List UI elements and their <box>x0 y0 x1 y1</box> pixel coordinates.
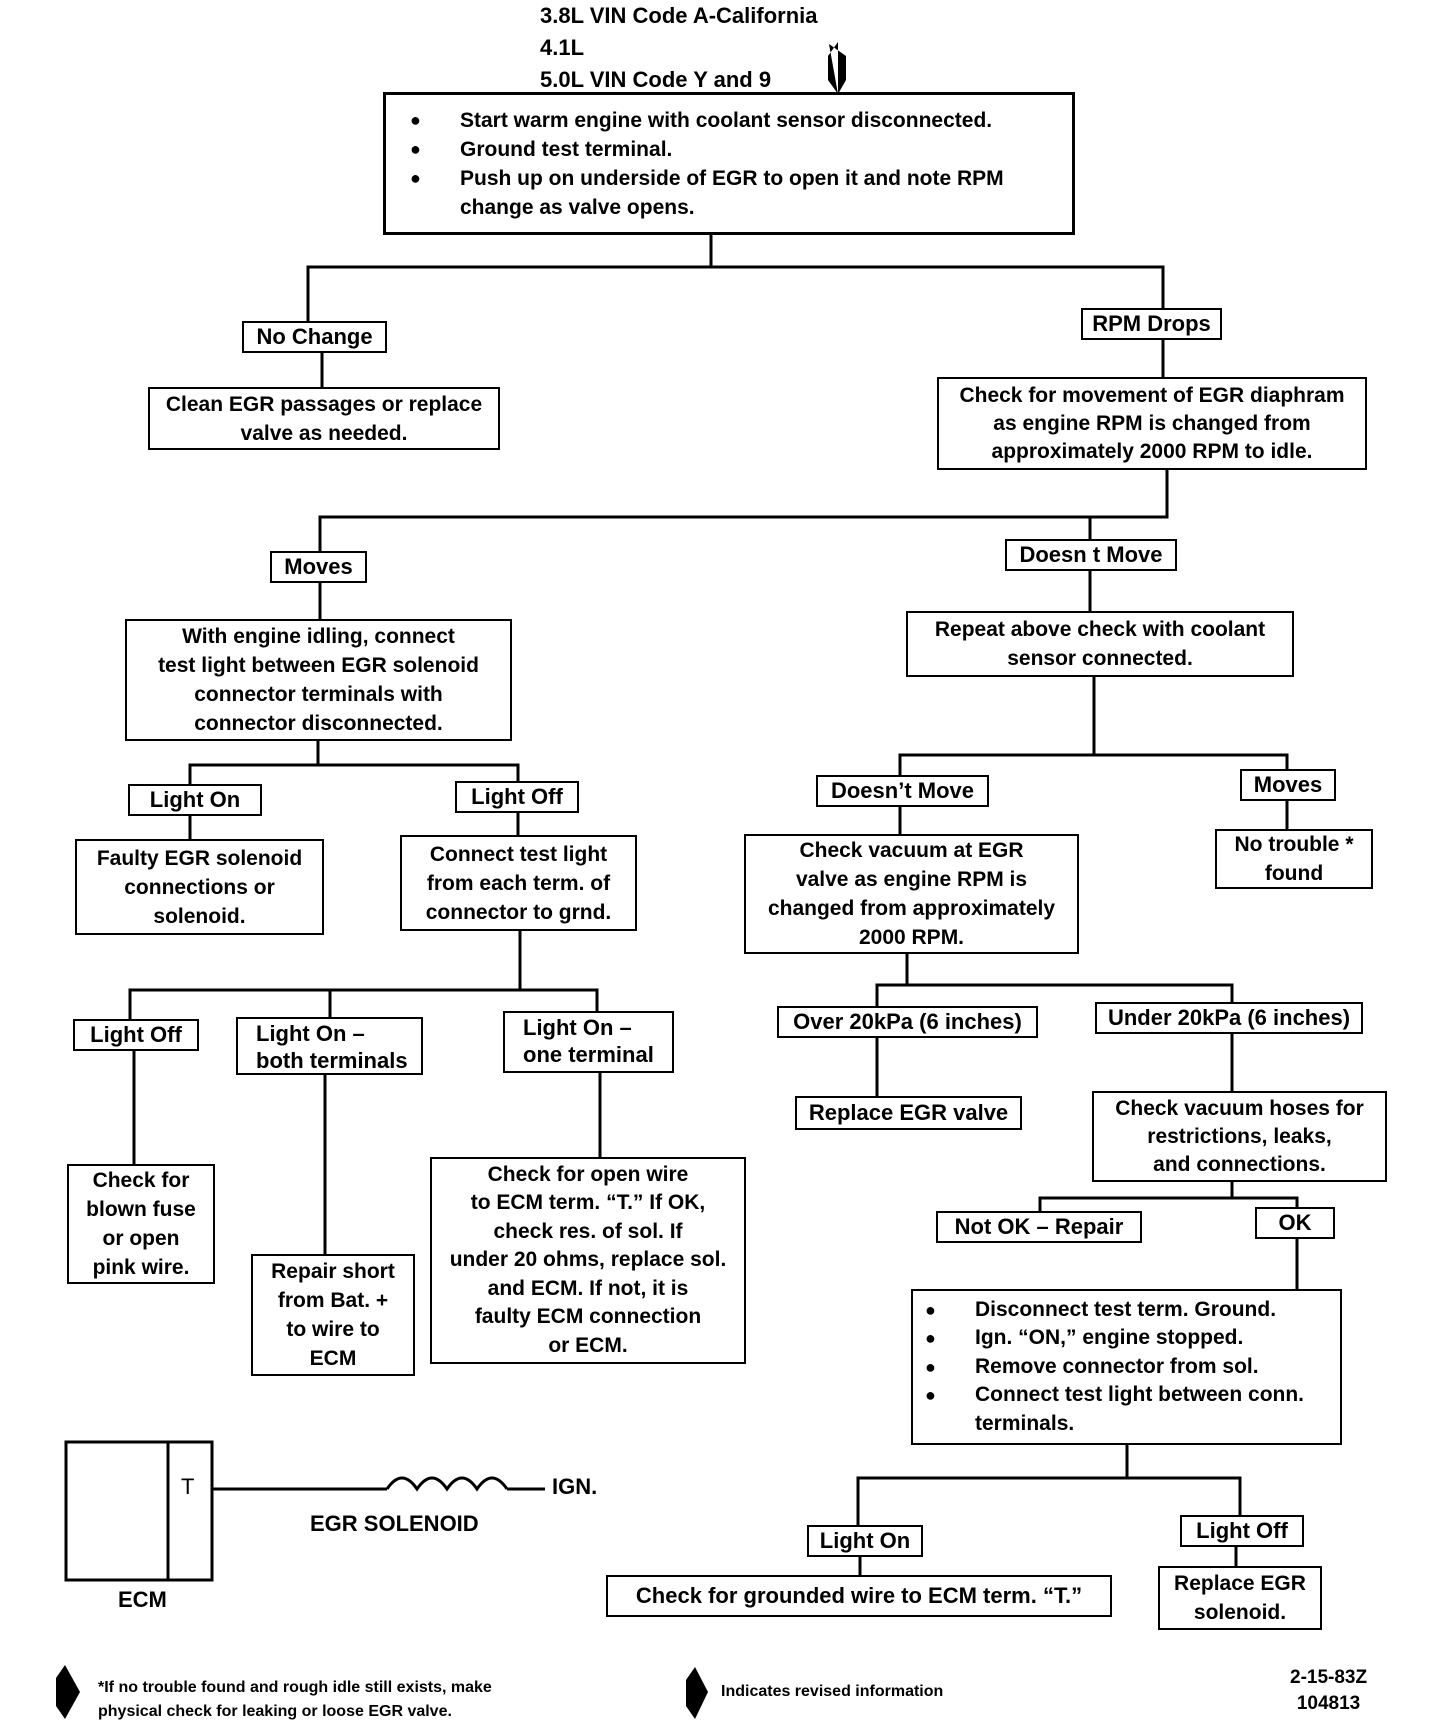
document-code: 2-15-83Z 104813 <box>1290 1667 1368 1714</box>
connector-vacuum-check <box>875 950 1234 1009</box>
doesnt-move-label: Doesn t Move <box>1005 539 1177 571</box>
faulty-solenoid-box: Faulty EGR solenoid connections or solen… <box>75 839 324 935</box>
coolant-recheck-box: Repeat above check with coolant sensor c… <box>906 611 1294 677</box>
connector-moves-check <box>188 738 520 787</box>
light-on-one-label: Light On – one terminal <box>503 1011 674 1073</box>
light-off-label: Light Off <box>1180 1515 1304 1547</box>
revised-arrow-icon <box>828 42 846 94</box>
not-ok-repair-label: Not OK – Repair <box>936 1211 1142 1243</box>
ecm-terminal-label: T <box>181 1474 195 1499</box>
over-20kpa-label: Over 20kPa (6 inches) <box>777 1006 1038 1038</box>
under-20kpa-label: Under 20kPa (6 inches) <box>1095 1002 1363 1034</box>
moves-label: Moves <box>270 551 367 583</box>
grounded-wire-check-box: Check for grounded wire to ECM term. “T.… <box>606 1575 1112 1617</box>
connector-light-off-1-check <box>128 927 599 1022</box>
rpm-drops-label: RPM Drops <box>1081 308 1222 340</box>
light-on-label: Light On <box>807 1525 923 1557</box>
vacuum-hoses-box: Check vacuum hoses for restrictions, lea… <box>1092 1091 1387 1182</box>
ecm-label: ECM <box>118 1587 167 1612</box>
light-on-both-label: Light On – both terminals <box>236 1017 423 1075</box>
replace-solenoid-box: Replace EGR solenoid. <box>1158 1566 1322 1630</box>
vacuum-check-box: Check vacuum at EGR valve as engine RPM … <box>744 834 1079 954</box>
light-on-label: Light On <box>128 784 262 816</box>
engine-line: 5.0L VIN Code Y and 9 <box>540 67 772 92</box>
ecm-box <box>64 1440 214 1582</box>
connector-hoses-check <box>1038 1178 1299 1214</box>
doesnt-move-label: Doesn’t Move <box>816 775 989 807</box>
footnote: *If no trouble found and rough idle stil… <box>98 1679 492 1720</box>
revised-info-note: Indicates revised information <box>721 1683 944 1700</box>
procedure-step: ●Start warm engine with coolant sensor d… <box>410 108 993 132</box>
revised-arrow-icon <box>56 1665 80 1719</box>
egr-solenoid-label: EGR SOLENOID <box>310 1511 479 1536</box>
ign-label: IGN. <box>552 1474 598 1499</box>
open-wire-check-box: Check for open wire to ECM term. “T.” If… <box>430 1157 746 1364</box>
repair-short-box: Repair short from Bat. + to wire to ECM <box>251 1254 415 1376</box>
procedure-step: ●Push up on underside of EGR to open it … <box>410 166 1004 219</box>
light-off-label: Light Off <box>73 1019 199 1051</box>
egr-solenoid-coil <box>385 1476 509 1492</box>
ok-procedure-box: ●Disconnect test term. Ground. ●Ign. “ON… <box>911 1289 1342 1445</box>
connector-ok-check <box>856 1441 1242 1528</box>
terminal-ground-test-box: Connect test light from each term. of co… <box>400 835 637 931</box>
procedure-step: ●Remove connector from sol. <box>925 1354 1259 1378</box>
moves-label: Moves <box>1240 769 1336 801</box>
diaphram-check-box: Check for movement of EGR diaphram as en… <box>937 377 1367 470</box>
clean-egr-box: Clean EGR passages or replace valve as n… <box>148 387 500 450</box>
engine-line: 3.8L VIN Code A-California <box>540 3 818 28</box>
procedure-step: ●Ign. “ON,” engine stopped. <box>925 1326 1244 1350</box>
blown-fuse-box: Check for blown fuse or open pink wire. <box>67 1164 215 1284</box>
revised-arrow-icon <box>686 1667 708 1719</box>
connector-repeat-check <box>898 673 1289 778</box>
connector-diaphram <box>318 466 1169 554</box>
no-trouble-box: No trouble * found <box>1215 829 1373 889</box>
procedure-step: ●Disconnect test term. Ground. <box>925 1297 1277 1321</box>
procedure-step: ●Connect test light between conn. termin… <box>925 1383 1305 1435</box>
solenoid-test-box: With engine idling, connect test light b… <box>125 619 512 741</box>
procedure-step: ●Ground test terminal. <box>410 137 673 161</box>
no-change-label: No Change <box>242 321 387 353</box>
engine-applicability: 3.8L VIN Code A-California 4.1L 5.0L VIN… <box>540 0 818 96</box>
light-off-label: Light Off <box>455 781 579 813</box>
engine-line: 4.1L <box>540 35 585 60</box>
ok-label: OK <box>1255 1207 1335 1239</box>
start-procedure-box: ●Start warm engine with coolant sensor d… <box>383 92 1075 235</box>
ecm-schematic <box>64 1440 545 1582</box>
replace-egr-valve-box: Replace EGR valve <box>795 1096 1022 1130</box>
connector-start <box>306 230 1165 324</box>
